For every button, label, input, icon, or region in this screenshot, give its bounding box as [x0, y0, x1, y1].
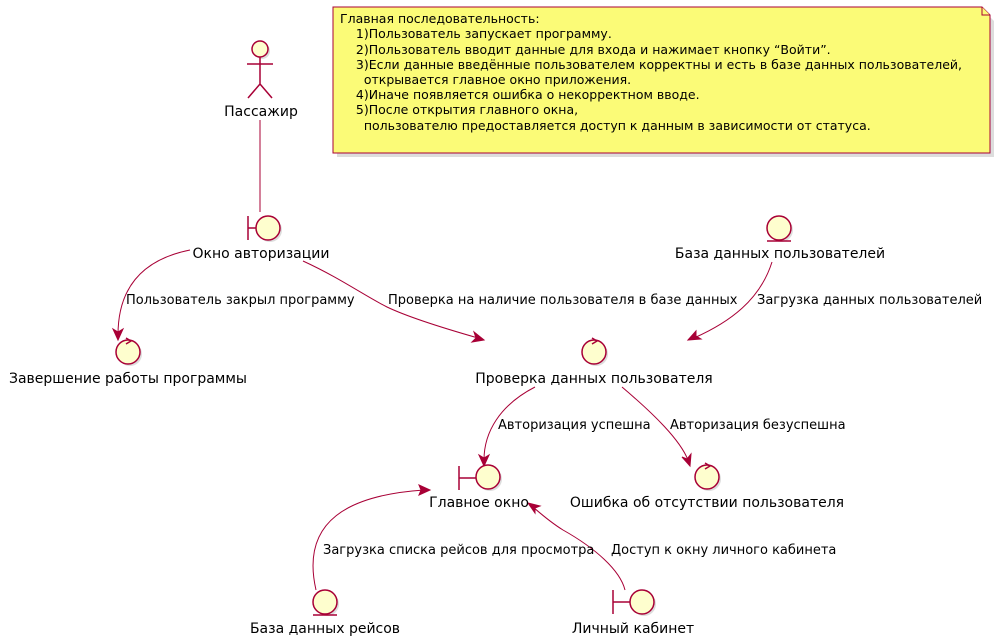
edge-auth-check: [302, 260, 479, 339]
edge-flights-main-arrow: [418, 484, 432, 496]
database-icon: [312, 589, 339, 616]
note: Главная последовательность: 1)Пользовате…: [332, 6, 994, 157]
edge-label-account-access: Доступ к окну личного кабинета: [611, 543, 836, 558]
edge-account-main-arrow: [526, 502, 542, 515]
boundary-main-window: Главное окно: [429, 464, 529, 511]
boundary-icon: [247, 215, 282, 242]
control-check-user: Проверка данных пользователя: [475, 337, 713, 387]
edge-check-error-arrow: [681, 452, 692, 468]
node-label-flights-db: База данных рейсов: [250, 621, 400, 637]
edge-flights-main: [312, 489, 425, 591]
note-line-0: Главная последовательность:: [340, 11, 540, 26]
edge-label-check-db: Проверка на наличие пользователя в базе …: [388, 293, 738, 308]
node-label-check-user: Проверка данных пользователя: [475, 371, 712, 387]
edge-auth-exit: [117, 249, 191, 336]
node-label-exit: Завершение работы программы: [9, 371, 247, 387]
edge-auth-check-arrow: [470, 330, 486, 343]
node-label-user-missing-error: Ошибка об отсутствии пользователя: [570, 495, 844, 511]
actor-icon: [247, 40, 273, 99]
boundary-icon: [612, 589, 656, 616]
edge-check-error: [621, 386, 689, 461]
edge-usersdb-check: [693, 261, 773, 339]
actor-passenger: Пассажир: [224, 40, 298, 120]
edge-label-auth-success: Авторизация успешна: [498, 418, 651, 433]
note-line-7: пользователю предоставляется доступ к да…: [340, 118, 871, 133]
edge-account-main: [532, 506, 626, 591]
boundary-icon: [458, 464, 502, 491]
control-exit: Завершение работы программы: [9, 337, 247, 387]
control-icon: [694, 462, 721, 491]
database-icon: [766, 215, 793, 242]
node-label-main-window: Главное окно: [429, 495, 529, 511]
edge-labels: Пользователь закрыл программу Проверка н…: [126, 293, 982, 558]
control-icon: [115, 337, 142, 366]
control-user-missing-error: Ошибка об отсутствии пользователя: [570, 462, 844, 511]
boundary-personal-account: Личный кабинет: [572, 589, 694, 637]
node-label-auth-window: Окно авторизации: [193, 246, 330, 262]
note-line-1: 1)Пользователь запускает программу.: [340, 26, 612, 41]
edge-usersdb-check-arrow: [686, 329, 703, 341]
edges: [111, 120, 773, 591]
edge-check-main: [483, 386, 536, 461]
edge-check-main-arrow: [477, 453, 491, 468]
boundary-auth-window: Окно авторизации: [193, 215, 330, 262]
edge-label-load-flights: Загрузка списка рейсов для просмотра: [323, 543, 594, 558]
control-icon: [581, 337, 608, 366]
note-line-5: 4)Иначе появляется ошибка о некорректном…: [340, 87, 700, 102]
entity-users-db: База данных пользователей: [675, 215, 885, 262]
node-label-passenger: Пассажир: [224, 104, 298, 120]
edge-auth-exit-arrow: [111, 327, 125, 342]
node-label-personal-account: Личный кабинет: [572, 621, 694, 637]
note-line-4: открывается главное окно приложения.: [340, 72, 631, 87]
edge-label-user-closed: Пользователь закрыл программу: [126, 293, 355, 308]
edge-label-load-users: Загрузка данных пользователей: [757, 293, 982, 308]
node-label-users-db: База данных пользователей: [675, 246, 885, 262]
note-line-2: 2)Пользователь вводит данные для входа и…: [340, 42, 831, 57]
note-line-6: 5)После открытия главного окна,: [340, 102, 578, 117]
entity-flights-db: База данных рейсов: [250, 589, 400, 637]
note-line-3: 3)Если данные введённые пользователем ко…: [340, 57, 962, 72]
edge-label-auth-fail: Авторизация безуспешна: [670, 418, 846, 433]
